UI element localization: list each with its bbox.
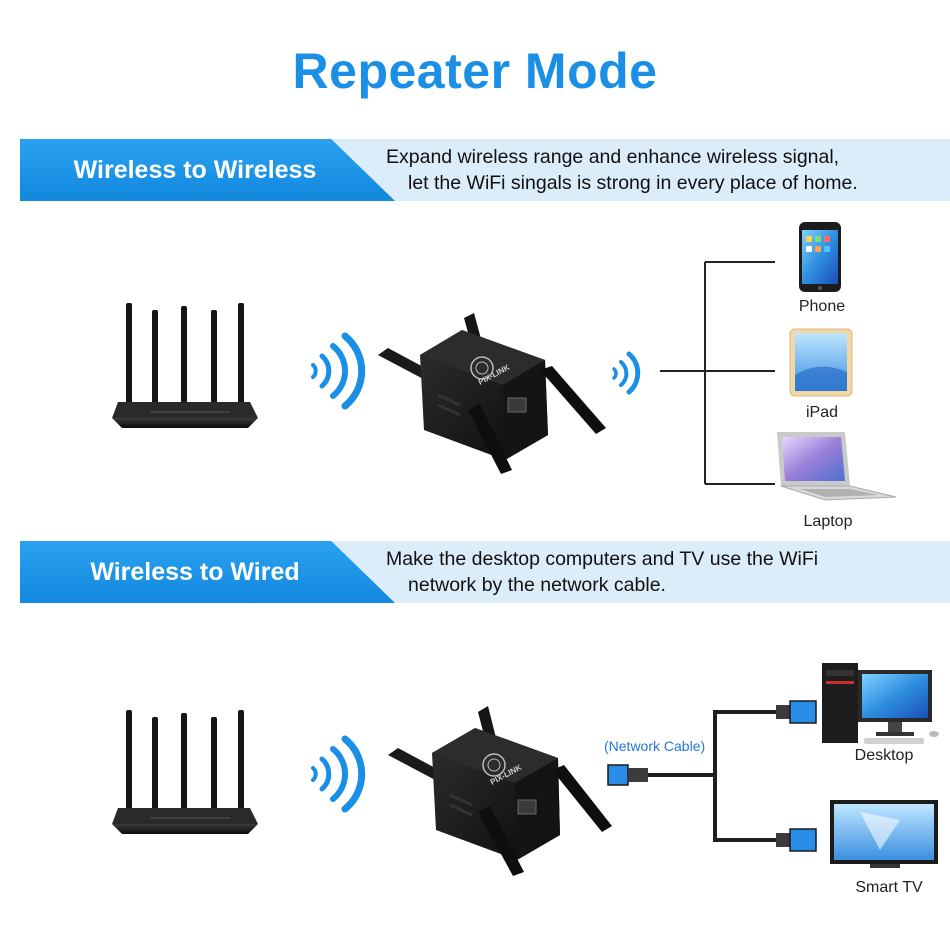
section-description-line: Expand wireless range and enhance wirele… <box>386 146 840 168</box>
network-cable-icon <box>648 710 790 842</box>
wifi-signal-icon <box>311 735 366 813</box>
wifi-signal-icon <box>311 332 366 410</box>
ipad-icon <box>789 328 853 397</box>
section-description-line: network by the network cable. <box>408 574 666 596</box>
extender-icon <box>378 313 606 474</box>
connection-lines <box>660 261 775 485</box>
rj45-connector-icon <box>607 764 648 786</box>
extender-icon <box>388 706 612 876</box>
device-label-phone: Phone <box>798 298 846 315</box>
page-title: Repeater Mode <box>292 43 658 99</box>
device-label-ipad: iPad <box>805 404 839 421</box>
smart-tv-icon <box>830 800 938 868</box>
router-icon <box>112 710 258 834</box>
section-description-line: Make the desktop computers and TV use th… <box>386 548 819 570</box>
phone-icon <box>799 222 841 292</box>
section-title-wireless-to-wireless: Wireless to Wireless <box>73 156 317 184</box>
device-label-smart-tv: Smart TV <box>855 879 923 896</box>
section-title-wireless-to-wired: Wireless to Wired <box>90 558 300 586</box>
wifi-signal-icon <box>612 351 641 395</box>
device-label-laptop: Laptop <box>803 513 853 530</box>
rj45-connector-icon <box>776 828 817 852</box>
rj45-connector-icon <box>776 700 817 724</box>
desktop-icon <box>822 663 939 744</box>
device-label-desktop: Desktop <box>854 747 914 764</box>
section-banner-tab <box>20 139 395 201</box>
section-banner-tab <box>20 541 395 603</box>
section-description-line: let the WiFi singals is strong in every … <box>408 172 858 194</box>
network-cable-label: (Network Cable) <box>604 738 706 754</box>
router-icon <box>112 303 258 428</box>
laptop-icon <box>777 432 897 501</box>
